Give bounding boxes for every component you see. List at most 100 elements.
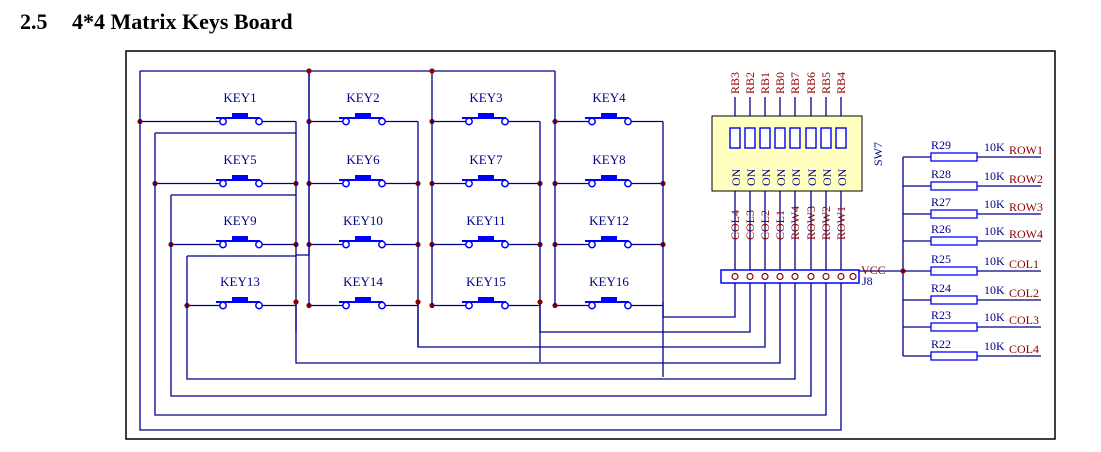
resistor-ref: R25 xyxy=(931,252,951,266)
j8-pin xyxy=(807,272,815,281)
key-actuator xyxy=(478,113,494,118)
resistor-net-label: ROW3 xyxy=(1009,200,1043,214)
key-pin xyxy=(219,301,227,310)
sw7-pin-label: RB0 xyxy=(773,72,787,94)
key-pin xyxy=(465,117,473,126)
junction-dot xyxy=(293,299,299,305)
key-pin xyxy=(378,179,386,188)
key-label-2: KEY2 xyxy=(346,90,379,105)
key-actuator xyxy=(478,297,494,302)
sw7-pin-label: RB2 xyxy=(743,72,757,94)
resistor-net-label: ROW4 xyxy=(1009,227,1043,241)
j8-ref: J8 xyxy=(862,274,873,288)
sw7-on-label: ON xyxy=(789,168,803,186)
sw7-switch-cell xyxy=(835,127,847,149)
key-switch-13 xyxy=(216,297,263,310)
j8-pin xyxy=(791,272,799,281)
key-pin xyxy=(465,301,473,310)
col4-bus xyxy=(662,283,736,318)
key-pin xyxy=(255,117,263,126)
key-label-16: KEY16 xyxy=(589,274,629,289)
resistor-net-label: COL2 xyxy=(1009,286,1039,300)
sw7-switch-cell xyxy=(744,127,756,149)
resistor-ref: R24 xyxy=(931,281,951,295)
key-actuator xyxy=(601,236,617,241)
sw7-pin-label: RB3 xyxy=(728,72,742,94)
sw7-pin-label: RB5 xyxy=(819,72,833,94)
key-actuator xyxy=(232,113,248,118)
key-pin xyxy=(378,240,386,249)
j8-pin xyxy=(776,272,784,281)
j8-pin xyxy=(731,272,739,281)
sw7-pin-label: RB7 xyxy=(788,72,802,94)
key-pin xyxy=(501,179,509,188)
key-pin xyxy=(342,240,350,249)
key-switch-8 xyxy=(585,175,632,188)
sw7-switch-cell xyxy=(789,127,801,149)
sw7-pin-label: RB6 xyxy=(804,72,818,94)
j8-pin xyxy=(849,272,857,281)
key-pin xyxy=(588,117,596,126)
j8-pin xyxy=(837,272,845,281)
key-actuator xyxy=(355,175,371,180)
resistor-net-label: ROW2 xyxy=(1009,172,1043,186)
resistor-body xyxy=(930,351,978,361)
key-switch-16 xyxy=(585,297,632,310)
sw7-switch-cell xyxy=(774,127,786,149)
key-label-5: KEY5 xyxy=(223,152,256,167)
sw7-switch-cell xyxy=(759,127,771,149)
col2-bus xyxy=(417,283,766,348)
resistor-ref: R26 xyxy=(931,222,951,236)
key-actuator xyxy=(355,236,371,241)
sw7-on-label: ON xyxy=(820,168,834,186)
key-label-15: KEY15 xyxy=(466,274,506,289)
sw7-switch-cell xyxy=(729,127,741,149)
sw7-on-label: ON xyxy=(835,168,849,186)
key-label-6: KEY6 xyxy=(346,152,380,167)
key-pin xyxy=(255,179,263,188)
key-label-10: KEY10 xyxy=(343,213,383,228)
resistor-value: 10K xyxy=(984,310,1005,324)
sw7-on-label: ON xyxy=(759,168,773,186)
junction-dot xyxy=(537,299,543,305)
key-pin xyxy=(255,240,263,249)
resistor-ref: R28 xyxy=(931,167,951,181)
resistor-body xyxy=(930,236,978,246)
row4-bus xyxy=(186,256,796,380)
key-pin xyxy=(342,301,350,310)
key-actuator xyxy=(355,297,371,302)
section-number: 2.5 xyxy=(20,9,48,34)
sw7-pin-label: RB1 xyxy=(758,72,772,94)
sw7-switch-cell xyxy=(820,127,832,149)
key-switch-4 xyxy=(585,113,632,126)
key-pin xyxy=(219,117,227,126)
key-pin xyxy=(624,240,632,249)
col1-bus xyxy=(295,283,781,364)
j8-pin xyxy=(822,272,830,281)
key-actuator xyxy=(478,236,494,241)
key-pin xyxy=(465,240,473,249)
key-pin xyxy=(624,301,632,310)
col3-bus xyxy=(539,283,751,333)
sw7-on-label: ON xyxy=(744,168,758,186)
key-pin xyxy=(342,179,350,188)
key-switch-1 xyxy=(216,113,263,126)
key-pin xyxy=(501,117,509,126)
resistor-value: 10K xyxy=(984,283,1005,297)
sw7-net-label: COL3 xyxy=(743,210,757,240)
resistor-value: 10K xyxy=(984,169,1005,183)
key-label-4: KEY4 xyxy=(592,90,626,105)
sw7-net-label: ROW2 xyxy=(819,206,833,240)
resistor-value: 10K xyxy=(984,224,1005,238)
row2-bus xyxy=(154,133,827,416)
resistor-ref: R23 xyxy=(931,308,951,322)
resistor-value: 10K xyxy=(984,140,1005,154)
key-actuator xyxy=(601,175,617,180)
sw7-switch-cell xyxy=(805,127,817,149)
key-actuator xyxy=(355,113,371,118)
row1-bus xyxy=(139,71,842,431)
key-pin xyxy=(342,117,350,126)
key-switch-14 xyxy=(339,297,386,310)
resistor-value: 10K xyxy=(984,254,1005,268)
